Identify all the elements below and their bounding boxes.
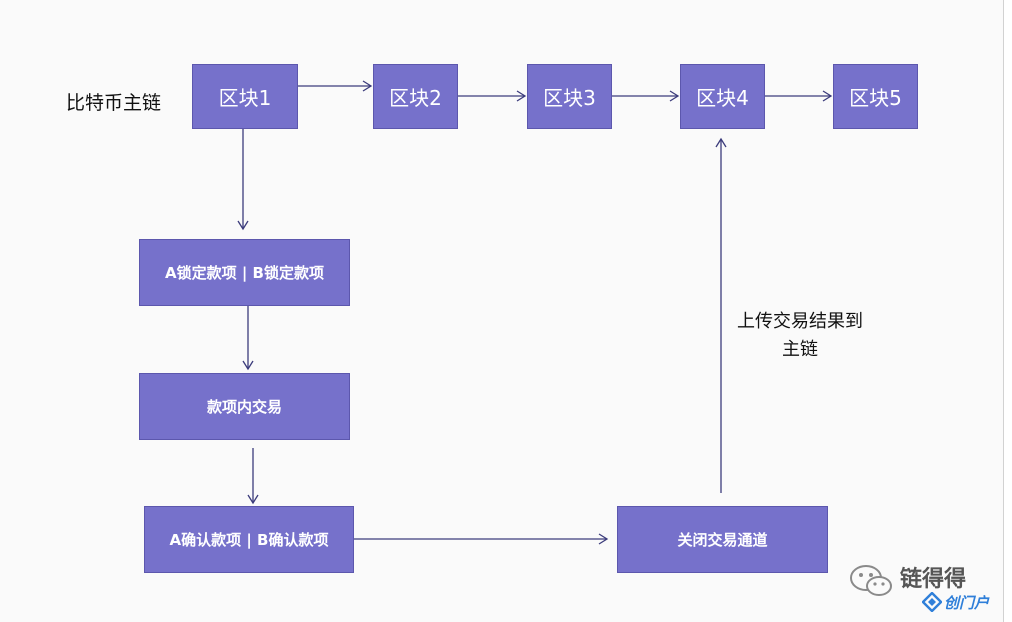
step-trade-in-channel: 款项内交易 xyxy=(139,373,350,440)
block-2: 区块2 xyxy=(373,64,458,129)
diamond-logo-icon xyxy=(922,592,942,612)
upload-result-label: 上传交易结果到 主链 xyxy=(715,308,885,364)
edge-block1-to-block2 xyxy=(298,80,373,92)
watermark-name: 链得得 xyxy=(900,567,967,592)
upload-label-line-2: 主链 xyxy=(782,339,818,360)
edge-lock-to-trade xyxy=(242,306,254,371)
edge-block1-to-lock xyxy=(237,129,249,231)
block-1: 区块1 xyxy=(192,64,298,129)
edge-confirm-to-close xyxy=(354,533,609,545)
edge-block4-to-block5 xyxy=(765,90,833,102)
watermark-badge: 创门户 xyxy=(922,591,989,613)
step-close-channel: 关闭交易通道 xyxy=(617,506,828,573)
watermark: 链得得 创门户 xyxy=(848,555,998,617)
page-right-border xyxy=(1003,0,1012,622)
step-lock-funds: A锁定款项 | B锁定款项 xyxy=(139,239,350,306)
block-4: 区块4 xyxy=(680,64,765,129)
edge-block2-to-block3 xyxy=(458,90,527,102)
watermark-badge-text: 创门户 xyxy=(944,593,990,612)
block-5: 区块5 xyxy=(833,64,918,129)
block-3: 区块3 xyxy=(527,64,612,129)
edge-block3-to-block4 xyxy=(612,90,680,102)
upload-label-line-1: 上传交易结果到 xyxy=(737,311,863,332)
wechat-icon xyxy=(850,565,892,596)
edge-trade-to-confirm xyxy=(247,448,259,505)
edge-close-to-block4 xyxy=(715,137,727,493)
step-confirm-funds: A确认款项 | B确认款项 xyxy=(144,506,354,573)
mainchain-label: 比特币主链 xyxy=(66,92,162,114)
